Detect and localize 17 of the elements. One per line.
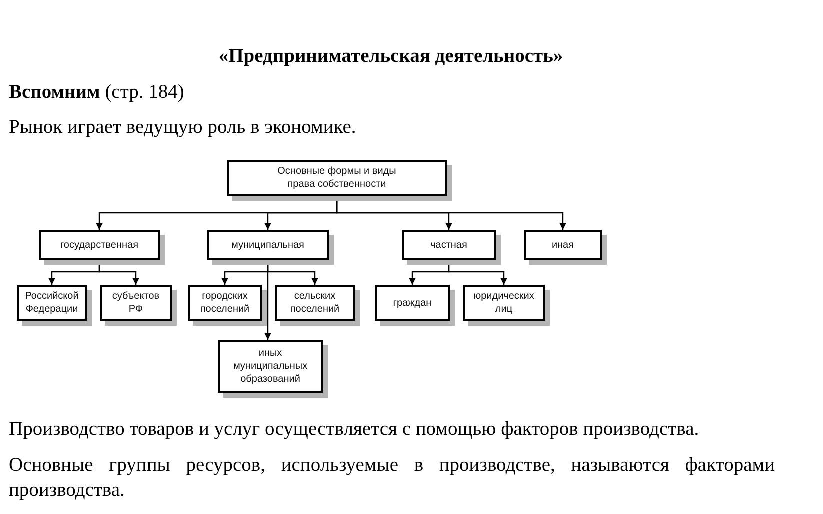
box-text: Российской Федерации	[24, 290, 80, 316]
text-paragraph: Производство товаров и услуг осуществляется с помощью факторов производства.	[9, 418, 700, 442]
box-text: частная	[430, 238, 468, 252]
box-text: иная	[552, 238, 574, 252]
box-text: муниципальная	[232, 238, 304, 252]
box-text: субъектов РФ	[112, 290, 160, 316]
box-text: Основные формы и виды права собственности	[276, 165, 398, 191]
box-text: сельских поселений	[289, 290, 341, 316]
box-text: иных муниципальных образований	[233, 347, 308, 386]
box-text: государственная	[60, 238, 138, 252]
box-text: городских поселений	[199, 290, 251, 316]
page-title: «Предпринимательская деятельность»	[218, 45, 564, 69]
text-paragraph: Вспомним (стр. 184)	[9, 81, 186, 105]
text-paragraph: Рынок играет ведущую роль в экономике.	[9, 116, 358, 140]
text-paragraph: Основные группы ресурсов, используемые в производстве, называются факторами производства.	[9, 454, 775, 503]
box-text: граждан	[393, 296, 432, 310]
box-text: юридических лиц	[472, 290, 536, 316]
